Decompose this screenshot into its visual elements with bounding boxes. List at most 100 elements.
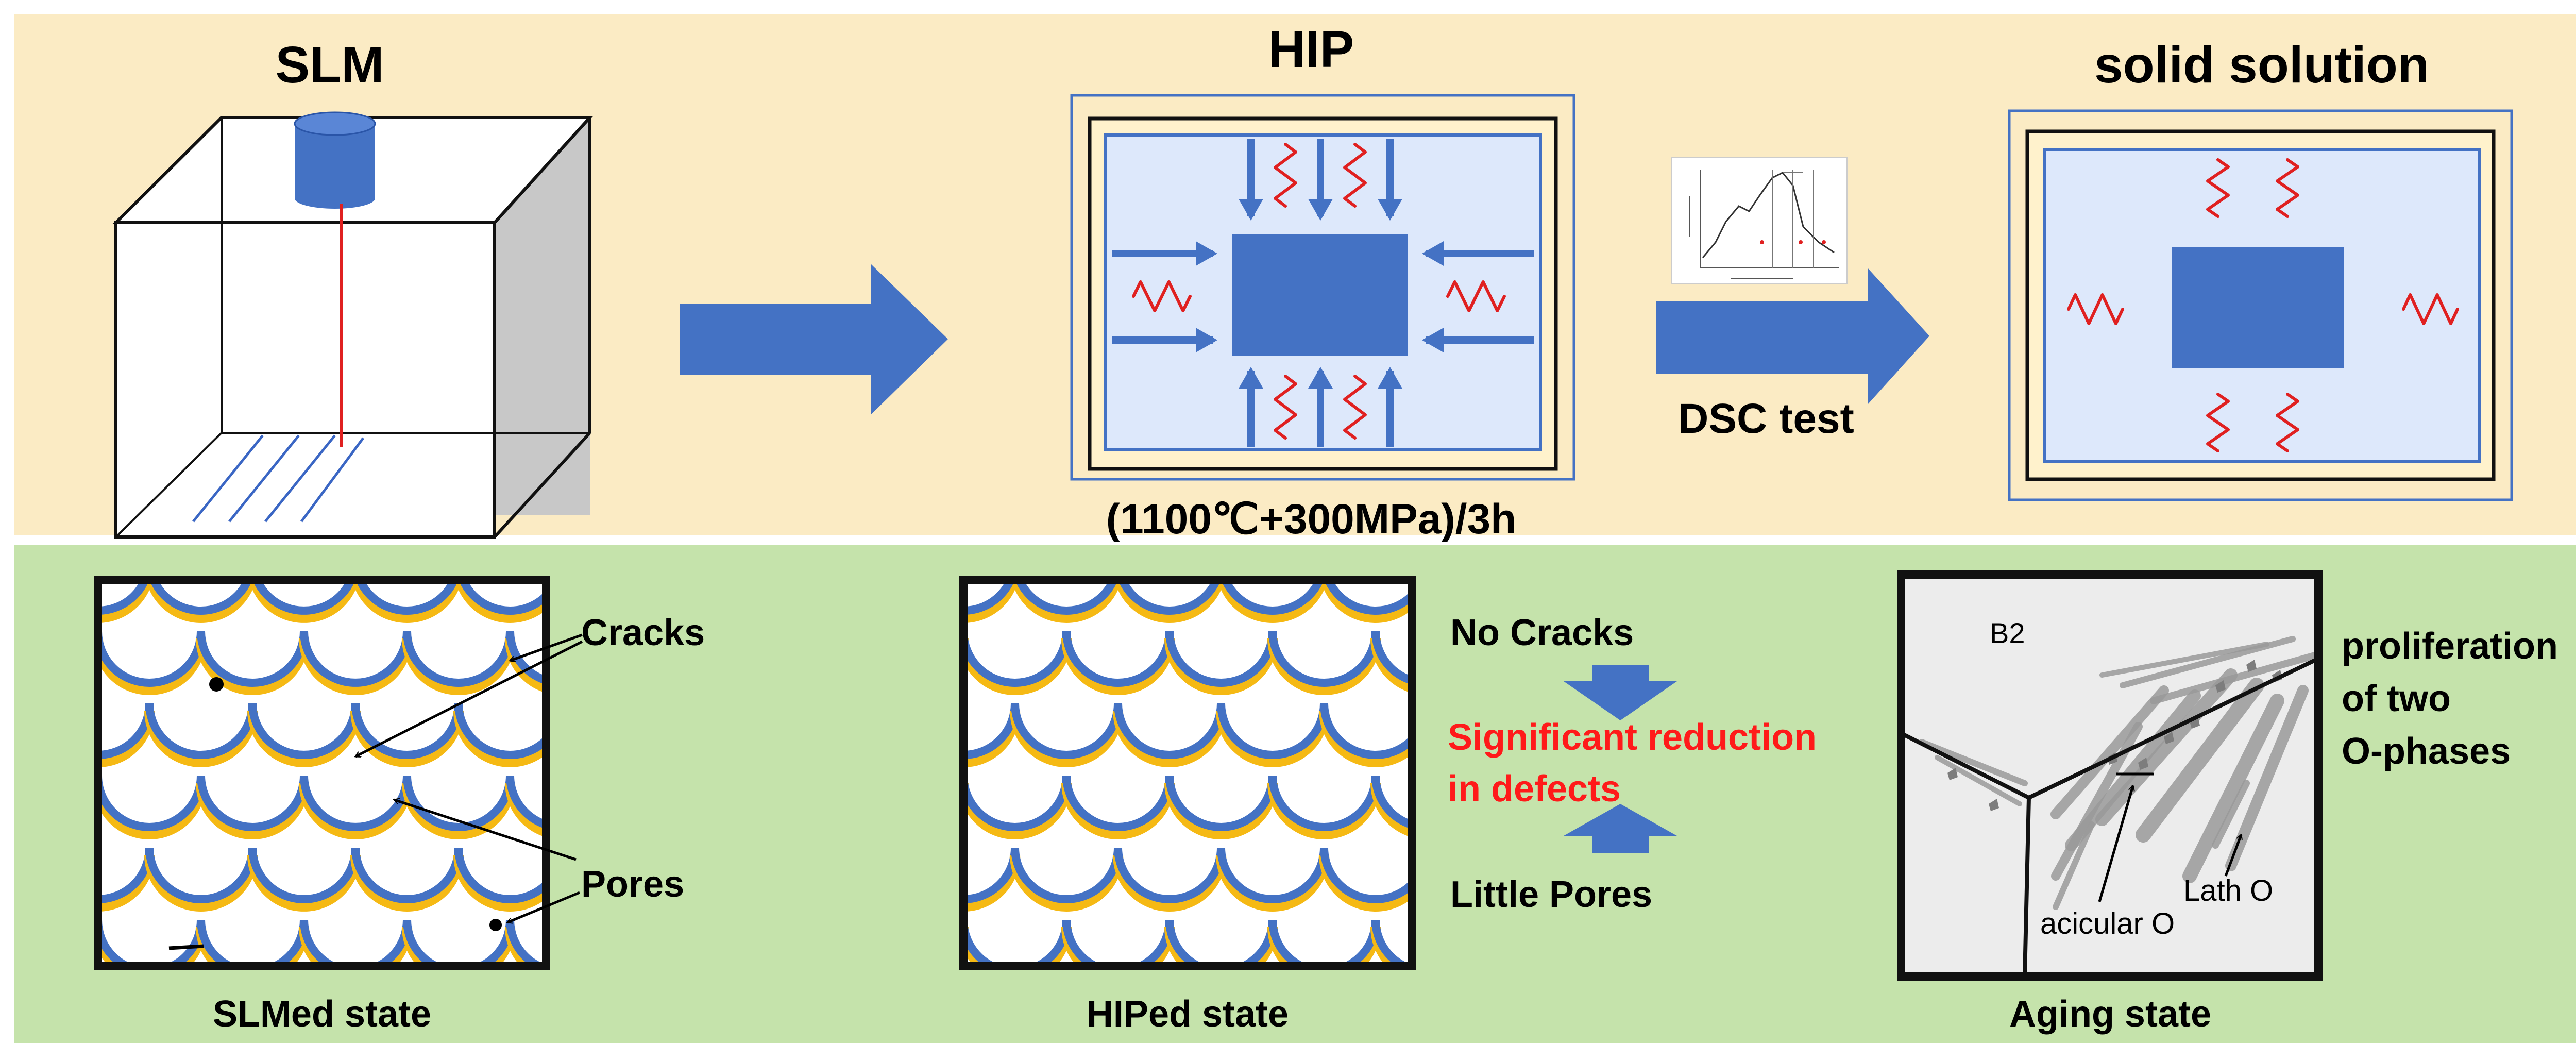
melt-pool-boundary [300,775,411,831]
crack-mark [168,944,204,950]
heat-icon [2276,158,2299,218]
pores-pointer [394,800,577,861]
o-phase-particle [2164,732,2174,744]
lath-label: Lath O [2183,874,2273,907]
heat-icon [1132,280,1192,312]
melt-pool-boundary [248,847,360,903]
acicular-pointer [2098,786,2133,902]
cracks-pointer [355,640,583,758]
o-phase-lath [1919,739,2028,786]
o-phase-lath [1935,755,2022,806]
melt-pool-boundary [1268,775,1380,831]
o-phase-lath [2099,642,2269,678]
melt-pool-boundary [197,631,308,687]
melt-pool-boundary [300,919,411,966]
pressure-arrowhead [1422,328,1444,352]
hip-pressure-arrows [1112,139,1534,447]
laser-head-icon [294,111,376,209]
o-phase-particle [1947,768,1958,780]
o-phase-particle [2190,716,2200,729]
hiped-frame [959,576,1416,970]
melt-pool-boundary [963,775,1071,831]
melt-pool-boundary [403,919,514,966]
melt-pool-boundary [1268,919,1380,966]
melt-pool-boundary [1371,775,1412,829]
proliferation-line2: of two [2342,678,2451,719]
heat-icon [1274,375,1297,440]
pressure-arrowhead [1308,367,1333,389]
melt-pool-boundary [1320,703,1412,759]
melt-pool-boundary [1062,631,1174,687]
o-phase-lath [2182,694,2284,883]
slm-chamber-box [112,116,594,539]
melt-pool-boundary [963,847,1019,903]
melt-pool-boundary [1114,847,1225,903]
heat-icon [2206,158,2230,218]
melt-pool-boundary [1062,919,1174,966]
melt-pool-boundary [403,775,514,831]
melt-pool-boundary [98,919,205,966]
pressure-arrowhead [1378,367,1402,389]
pressure-arrowhead [1239,367,1263,389]
melt-pool-boundary [454,847,546,903]
melt-pool-boundary [248,703,360,759]
melt-pool-boundary [963,631,1071,687]
slmed-frame [94,576,550,970]
melt-pool-boundary [145,847,257,903]
o-phase-lath [2225,685,2309,871]
heat-icon [2402,293,2459,325]
pressure-arrowhead [1308,199,1333,221]
melt-pool-boundary [403,631,514,687]
acicular-label: acicular O [2040,907,2175,940]
melt-pool-boundary [1217,703,1328,759]
up-arrow-icon [1564,804,1677,853]
melt-pool-boundary [1217,847,1328,903]
aging-frame [1897,570,2323,981]
o-phase-particle [2138,758,2148,770]
aging-caption: Aging state [2009,994,2211,1035]
proliferation-line3: O-phases [2342,731,2511,772]
grain-boundaries [1900,657,2319,977]
proliferation-line1: proliferation [2342,626,2558,667]
dsc-curve-thumbnail [1671,157,1848,284]
o-phase-particle [2215,680,2226,693]
pores-pointer [507,891,580,922]
melt-pool-boundary [300,631,411,687]
pressure-arrowhead [1378,199,1402,221]
cracks-label: Cracks [581,612,705,653]
melt-pool-boundary [1371,631,1412,685]
melt-pool-boundary [1165,631,1277,687]
o-phase-lath [2053,821,2095,910]
heat-icon [1274,143,1297,208]
melt-pool-boundary [98,703,154,759]
pressure-arrowhead [1239,199,1263,221]
pores-label: Pores [581,864,684,905]
hip-heat-icons [1132,143,1506,440]
down-arrow-icon [1564,665,1677,720]
melt-pool-boundary [506,775,546,829]
melt-pool-boundary [506,631,546,685]
heat-icon [1343,375,1367,440]
hip-title: HIP [1268,21,1354,78]
heat-icon [2067,293,2124,325]
hip-sample-block [1232,234,1408,356]
reduction-label-line1: Significant reduction [1448,717,1817,758]
little-pores-label: Little Pores [1450,874,1652,915]
cracks-pointer [510,633,583,661]
melt-pool-boundary [197,775,308,831]
melt-pool-boundary [98,775,205,831]
melt-pool-boundary [454,703,546,759]
hip-condition: (1100℃+300MPa)/3h [1106,496,1516,543]
melt-pool-boundary [98,631,205,687]
o-phase-lath [2050,685,2169,819]
scan-tracks [192,434,365,523]
heat-icon [2276,393,2299,452]
process-arrow-2 [1656,268,1929,405]
melt-pool-boundary [1320,847,1412,903]
melt-pool-boundary [1165,919,1277,966]
lath-pointer [2224,835,2241,877]
pressure-arrowhead [1422,241,1444,266]
o-phase-lath [2150,651,2318,704]
